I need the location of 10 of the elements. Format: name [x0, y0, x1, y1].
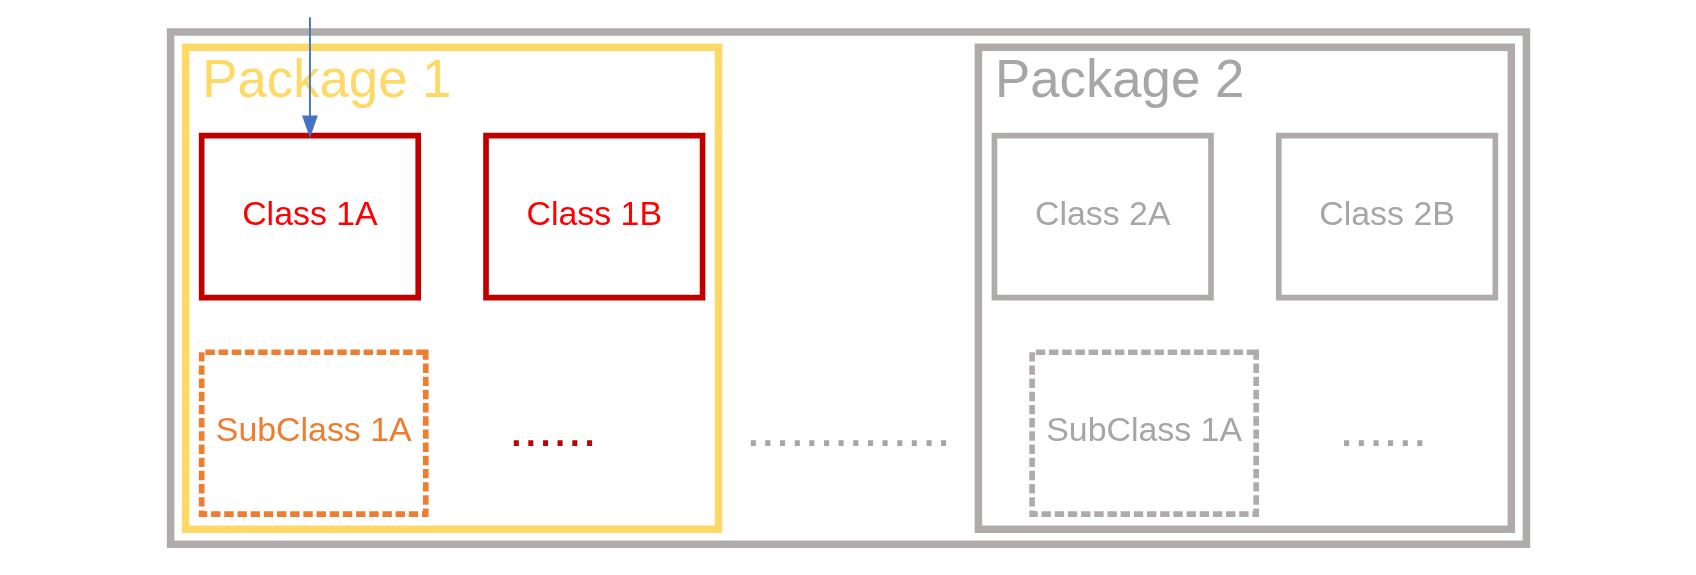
cluster	[166, 28, 1530, 549]
node-box: Class 1A	[198, 132, 421, 301]
label: ......	[508, 398, 597, 458]
node-box: SubClass 1A	[198, 349, 429, 517]
label: ..............	[745, 398, 951, 458]
label: ......	[1338, 398, 1427, 458]
node-box: Class 1B	[482, 132, 705, 301]
node-box: Class 2A	[991, 132, 1214, 301]
node-box: Class 2B	[1275, 132, 1498, 301]
node-box: SubClass 1A	[1028, 349, 1259, 517]
